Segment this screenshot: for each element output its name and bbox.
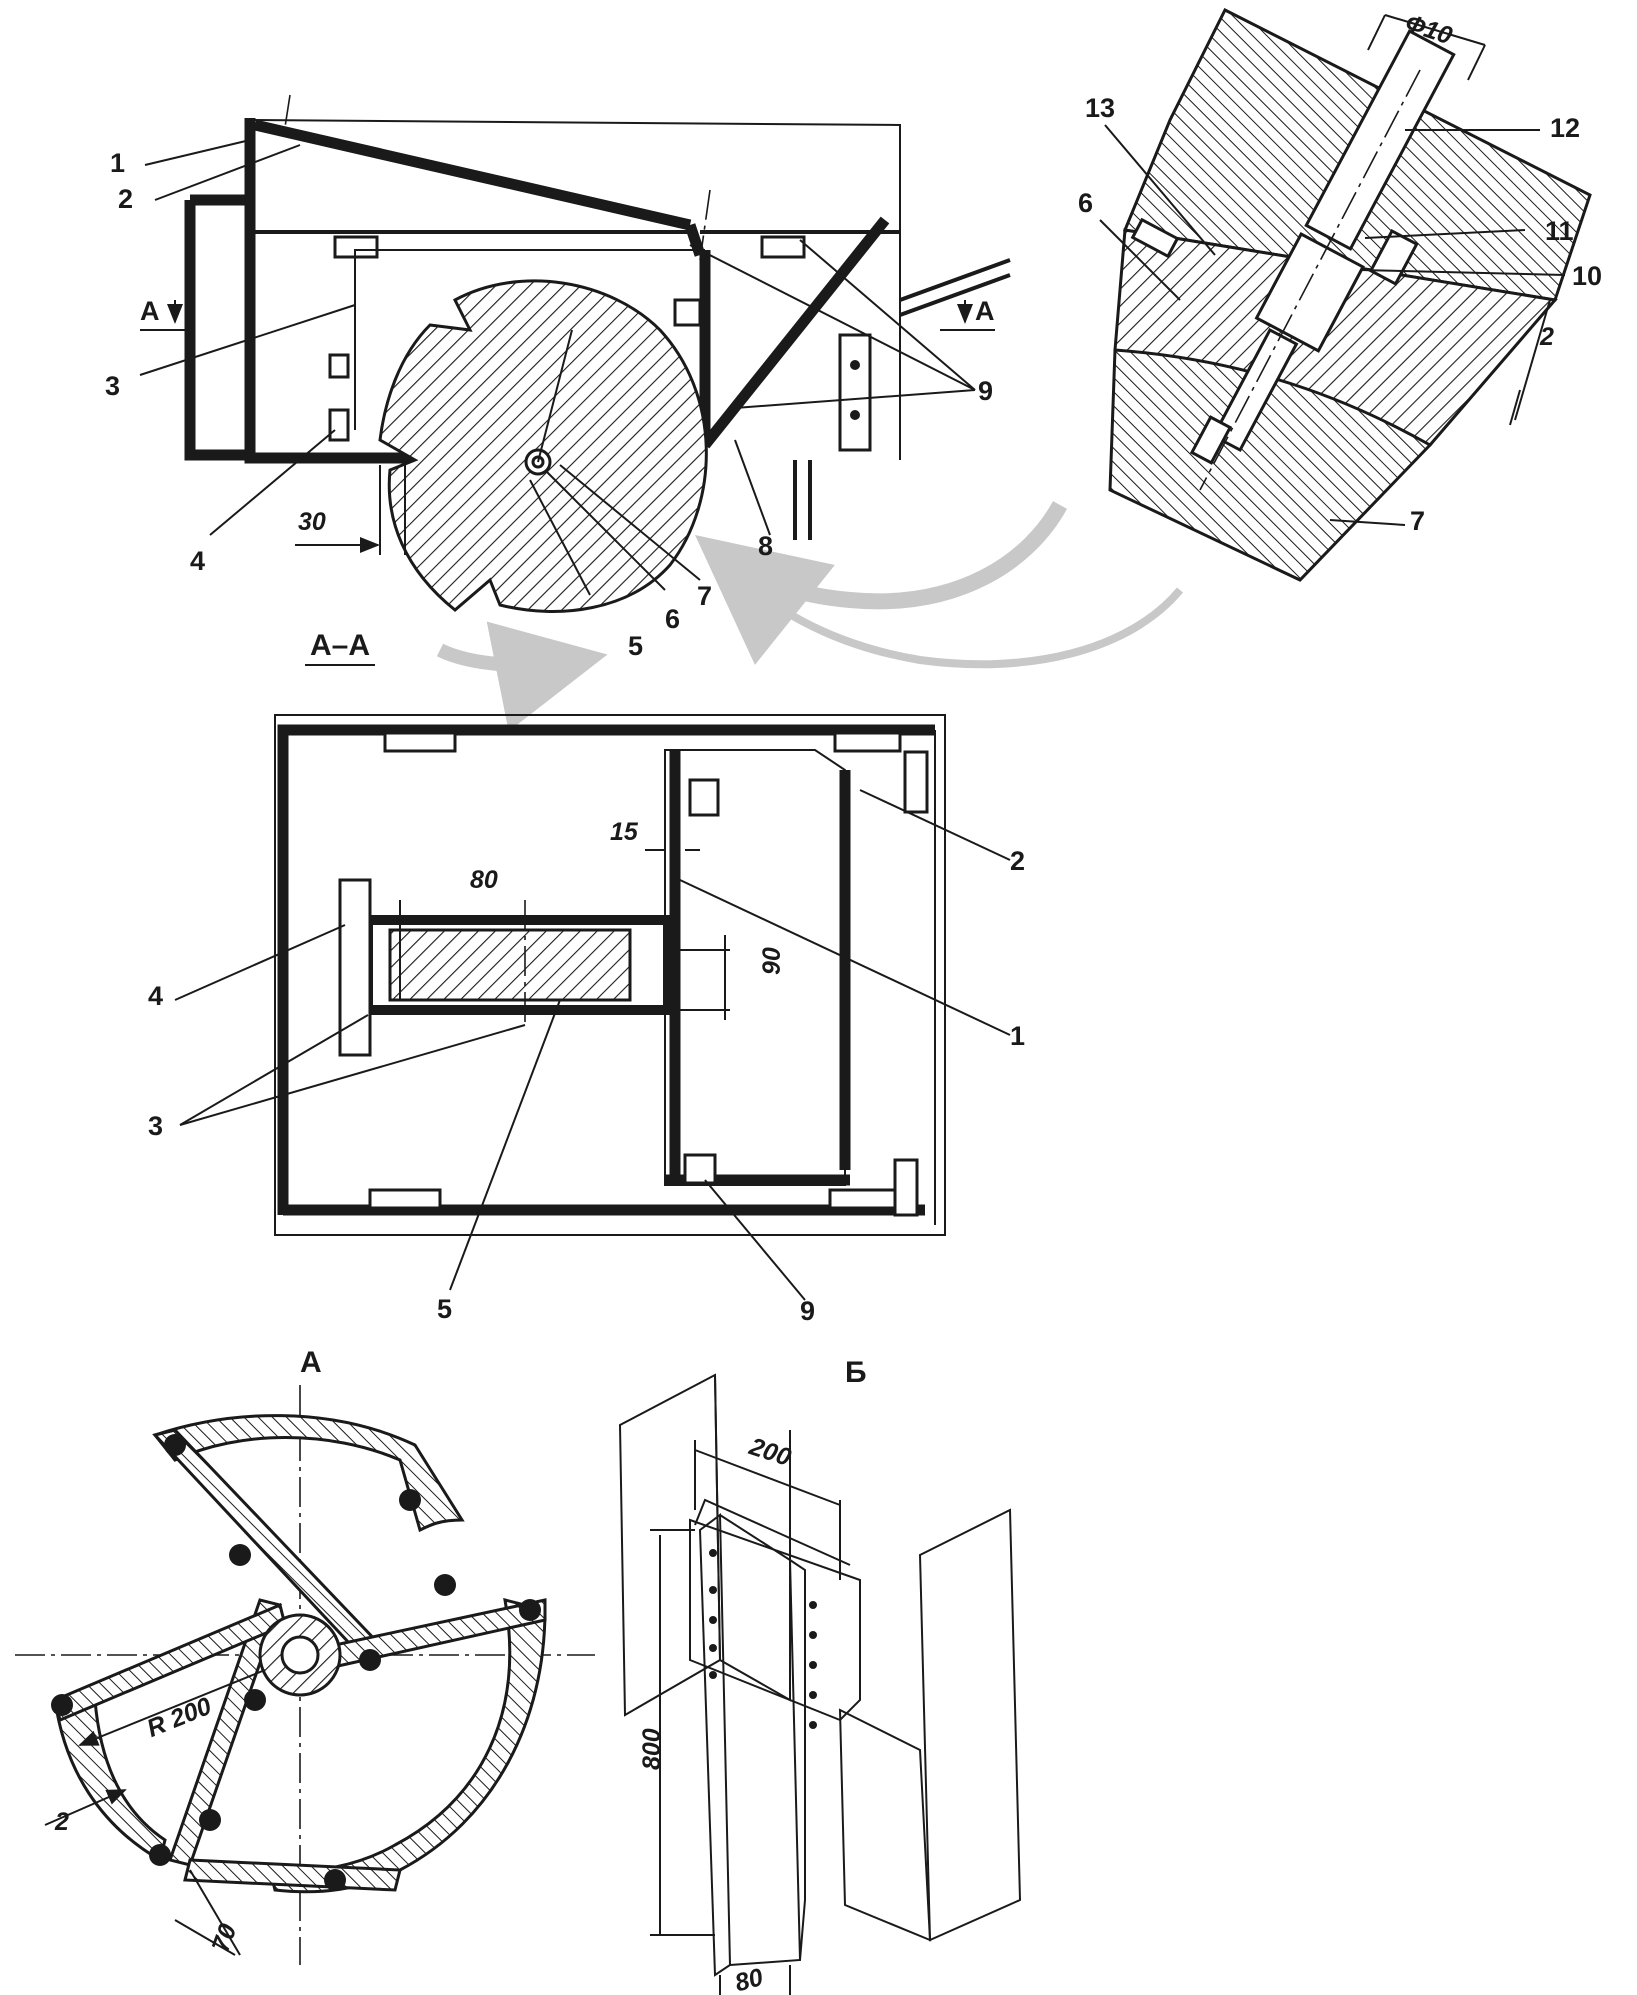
aa-label-2: 2 [1010, 846, 1025, 876]
dim-800: 800 [638, 1728, 666, 1770]
section-aa: А–А [148, 629, 1025, 1326]
detail-label-6: 6 [1078, 188, 1093, 218]
dim-2-detail: 2 [1539, 323, 1554, 351]
section-marker-right: А [975, 296, 995, 326]
dim-r200: R 200 [143, 1692, 215, 1743]
side-label-5: 5 [628, 631, 643, 661]
dim-80-b: 80 [732, 1963, 766, 1995]
detail-view: 13 12 11 10 6 7 Ф10 2 [1078, 7, 1602, 582]
dim-30: 30 [298, 508, 326, 536]
detail-label-10: 10 [1572, 261, 1602, 291]
dim-90: 90 [758, 947, 786, 975]
dim-15: 15 [610, 818, 639, 846]
side-label-8: 8 [758, 531, 773, 561]
side-label-2: 2 [118, 184, 133, 214]
view-a-title: А [300, 1346, 322, 1379]
view-b-title: Б [845, 1356, 867, 1389]
rotor-drum [378, 279, 708, 614]
side-label-1: 1 [110, 148, 125, 178]
detail-label-12: 12 [1550, 113, 1580, 143]
detail-label-13: 13 [1085, 93, 1115, 123]
dim-2-shell: 2 [54, 1808, 69, 1836]
aa-label-1: 1 [1010, 1021, 1025, 1051]
side-label-4: 4 [190, 546, 205, 576]
side-view: 1 2 3 4 5 6 7 8 9 А А 30 [105, 94, 1184, 732]
aa-label-9: 9 [800, 1296, 815, 1326]
detail-label-11: 11 [1545, 216, 1574, 246]
side-label-3: 3 [105, 371, 120, 401]
aa-label-3: 3 [148, 1111, 163, 1141]
view-a: А R 200 2 70 [15, 1346, 595, 1965]
dim-80: 80 [470, 866, 498, 894]
view-b: Б 200 800 80 [618, 1356, 1022, 1995]
side-label-7: 7 [697, 581, 712, 611]
aa-label-5: 5 [437, 1294, 452, 1324]
section-aa-title: А–А [310, 629, 370, 662]
side-label-6: 6 [665, 604, 680, 634]
side-label-9: 9 [978, 376, 993, 406]
section-marker-left: А [140, 296, 160, 326]
aa-label-4: 4 [148, 981, 163, 1011]
detail-label-7: 7 [1410, 506, 1425, 536]
dim-200: 200 [745, 1432, 794, 1472]
